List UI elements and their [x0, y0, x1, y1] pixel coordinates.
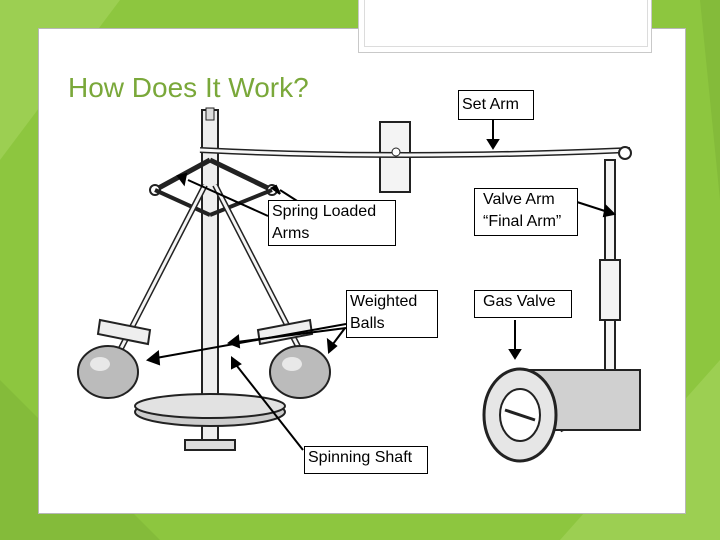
- set-arm-label: Set Arm: [458, 90, 534, 120]
- spring-loaded-arms-label: Spring Loaded Arms: [268, 200, 396, 246]
- weighted-balls-label: Weighted Balls: [346, 290, 438, 338]
- valve-arm-label: Valve Arm “Final Arm”: [474, 188, 578, 236]
- spinning-shaft-label: Spinning Shaft: [304, 446, 428, 474]
- gas-valve-label: Gas Valve: [474, 290, 572, 318]
